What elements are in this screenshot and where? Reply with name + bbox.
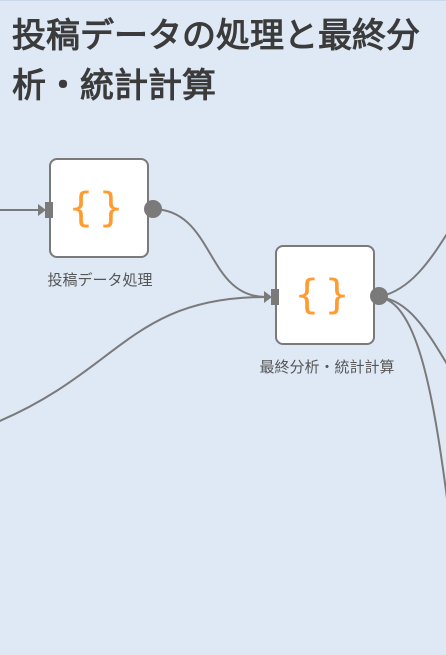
code-braces-icon: {} <box>68 185 130 231</box>
arrow-head-icon <box>38 204 46 216</box>
node-label: 最終分析・統計計算 <box>259 358 395 376</box>
node-final-analysis[interactable]: {} <box>275 245 375 345</box>
node-output-port[interactable] <box>144 200 162 218</box>
node-label: 投稿データ処理 <box>47 271 153 289</box>
node-output-port[interactable] <box>370 287 388 305</box>
connection-edge-final-out-mid[interactable] <box>377 296 446 369</box>
connection-edge-post-data-to-final[interactable] <box>151 208 267 298</box>
group-title: 投稿データの処理と最終分析・統計計算 <box>12 16 420 106</box>
connection-edge-final-out-top[interactable] <box>377 229 446 298</box>
node-post-data-processing[interactable]: {} <box>49 158 149 258</box>
node-input-port[interactable] <box>271 289 279 305</box>
connection-edge-lower-into-final[interactable] <box>0 296 267 423</box>
code-braces-icon: {} <box>294 272 356 318</box>
arrow-head-icon <box>264 291 272 303</box>
connection-edge-final-out-low[interactable] <box>377 296 446 506</box>
node-input-port[interactable] <box>45 202 53 218</box>
